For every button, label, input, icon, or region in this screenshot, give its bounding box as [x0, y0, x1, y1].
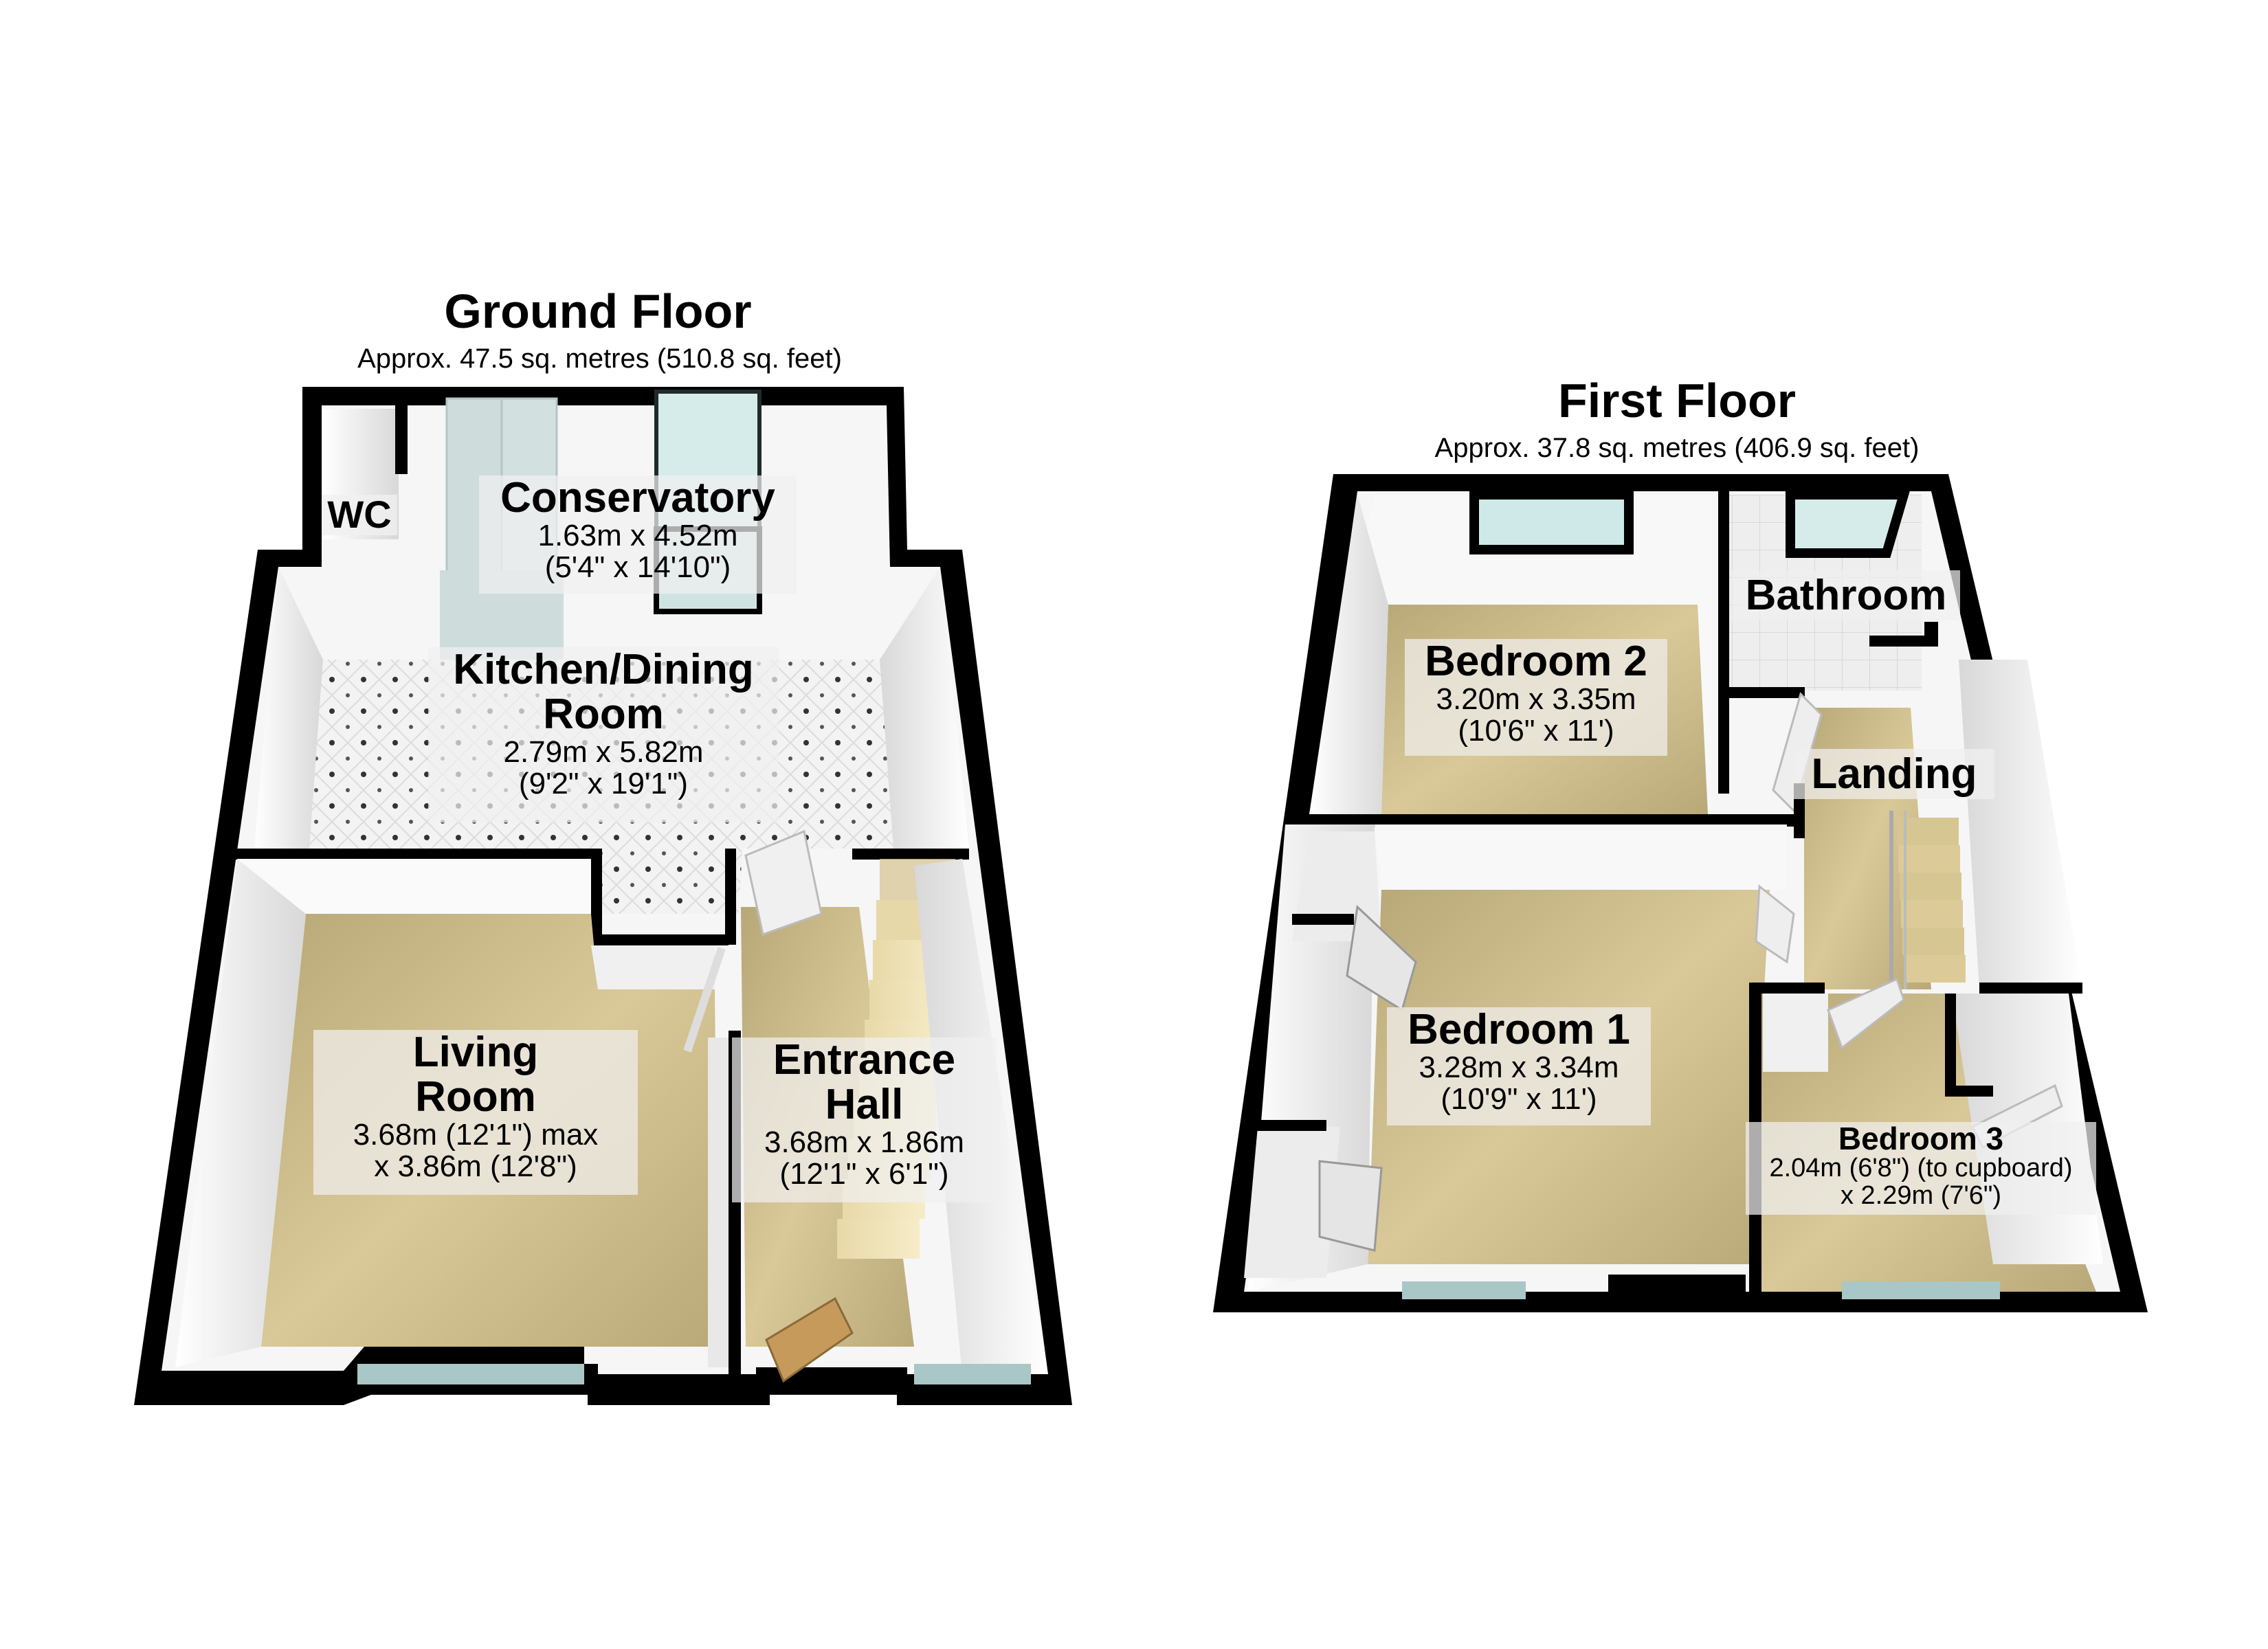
room-name: Hall [825, 1081, 904, 1129]
room-dimensions-metric: 3.28m x 3.34m [1419, 1051, 1619, 1085]
room-dimensions-line2: x 2.29m (7'6") [1840, 1181, 2002, 1211]
room-dimensions-imperial: (10'9" x 11') [1441, 1082, 1597, 1117]
room-name: Room [415, 1073, 536, 1121]
room-label-landing: Landing [1794, 749, 1994, 800]
room-label-living-room: Living Room 3.68m (12'1") max x 3.86m (1… [313, 1030, 638, 1195]
room-label-wc: WC [322, 493, 397, 536]
room-name: Bedroom 3 [1838, 1121, 2004, 1156]
room-label-bedroom-3: Bedroom 3 2.04m (6'8") (to cupboard) x 2… [1746, 1122, 2096, 1215]
room-name: Room [543, 691, 664, 739]
room-label-bedroom-1: Bedroom 1 3.28m x 3.34m (10'9" x 11') [1387, 1007, 1651, 1125]
room-dimensions-line1: 3.68m (12'1") max [353, 1118, 599, 1152]
room-name: Bedroom 2 [1425, 638, 1647, 685]
room-dimensions-metric: 3.68m x 1.86m [764, 1125, 965, 1160]
ground-floor-title: Ground Floor [444, 284, 752, 338]
room-dimensions-metric: 3.20m x 3.35m [1436, 682, 1636, 717]
room-dimensions-metric: 1.63m x 4.52m [537, 519, 738, 553]
room-name: Entrance [772, 1036, 956, 1084]
room-dimensions-imperial: (10'6" x 11') [1458, 714, 1614, 748]
room-name: Landing [1811, 750, 1977, 798]
room-name: Kitchen/Dining [453, 646, 754, 693]
room-label-bedroom-2: Bedroom 2 3.20m x 3.35m (10'6" x 11') [1405, 639, 1667, 756]
first-floor-title: First Floor [1557, 374, 1797, 427]
room-name: WC [327, 493, 392, 536]
first-floor-area: Approx. 37.8 sq. metres (406.9 sq. feet) [1434, 433, 1920, 463]
room-dimensions-imperial: (9'2" x 19'1") [518, 767, 689, 801]
room-dimensions-line1: 2.04m (6'8") (to cupboard) [1769, 1154, 2073, 1183]
room-label-conservatory: Conservatory 1.63m x 4.52m (5'4" x 14'10… [479, 475, 797, 594]
room-dimensions-line2: x 3.86m (12'8") [374, 1149, 577, 1184]
room-dimensions-metric: 2.79m x 5.82m [503, 735, 704, 770]
landing-stairs [1889, 811, 1966, 989]
room-dimensions-imperial: (12'1" x 6'1") [779, 1157, 949, 1191]
room-name: Living [412, 1029, 539, 1076]
room-dimensions-imperial: (5'4" x 14'10") [544, 550, 731, 585]
ground-floor-area: Approx. 47.5 sq. metres (510.8 sq. feet) [357, 344, 842, 374]
room-name: Conservatory [500, 474, 775, 521]
room-label-kitchen-dining: Kitchen/Dining Room 2.79m x 5.82m (9'2" … [428, 647, 779, 822]
room-label-entrance-hall: Entrance Hall 3.68m x 1.86m (12'1" x 6'1… [732, 1037, 997, 1202]
room-name: Bedroom 1 [1408, 1006, 1630, 1053]
room-label-bathroom: Bathroom [1732, 570, 1960, 621]
room-name: Bathroom [1745, 572, 1947, 619]
